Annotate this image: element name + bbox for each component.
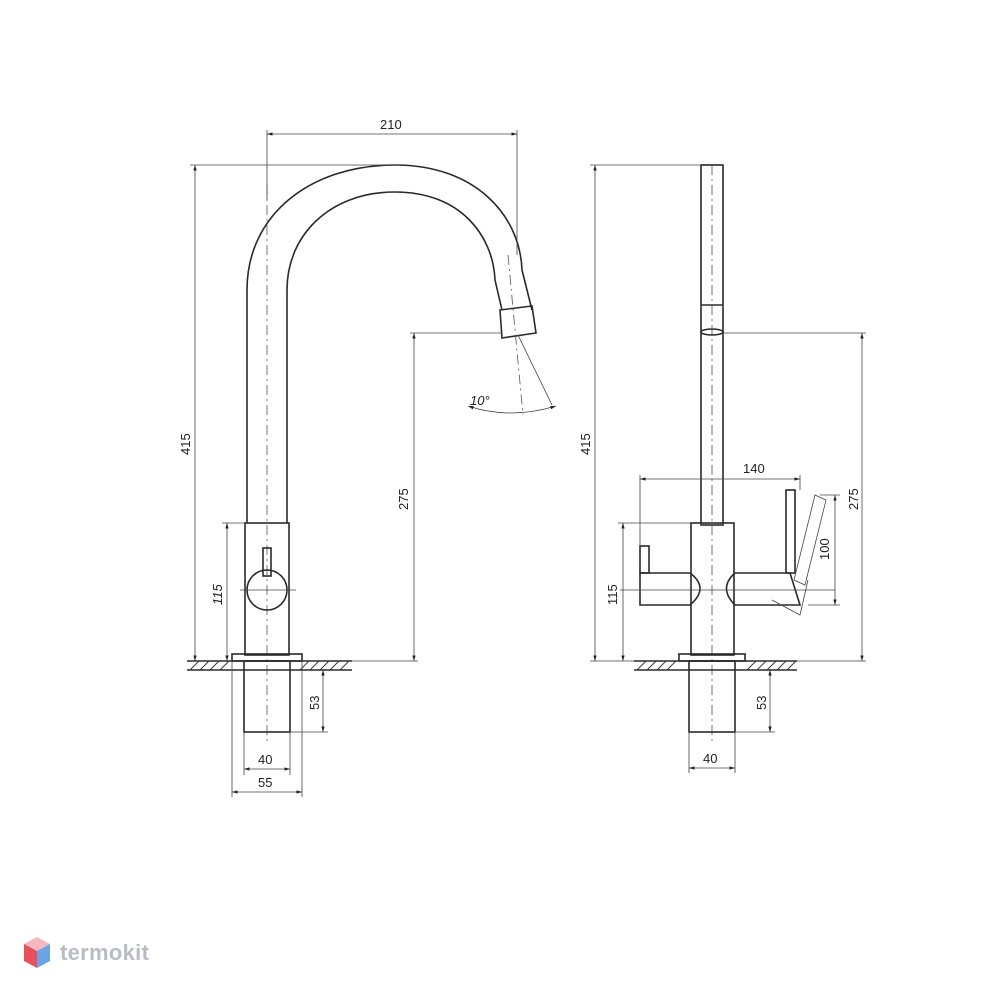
front-countertop-hatch (636, 660, 797, 671)
front-right-handle (725, 572, 802, 606)
front-dim-415: 415 (578, 433, 593, 455)
side-body (244, 522, 290, 656)
front-dim-100: 100 (817, 538, 832, 560)
brand-logo-text: termokit (60, 940, 150, 965)
front-body (690, 522, 735, 656)
front-nozzle-ring (700, 328, 724, 336)
cube-logo-icon (24, 937, 50, 968)
front-riser (700, 164, 724, 526)
front-left-lever (639, 545, 650, 574)
side-dim-275: 275 (396, 488, 411, 510)
side-dim-210: 210 (380, 117, 402, 132)
side-outlet-axis (507, 254, 524, 416)
front-left-handle (639, 572, 701, 606)
side-dim-415: 415 (178, 433, 193, 455)
front-lever-tilt (793, 494, 827, 586)
side-view: 10° 210 415 (178, 117, 557, 797)
front-lever-tilt-2 (771, 579, 809, 616)
side-lever (262, 547, 272, 577)
side-spout-nozzle (499, 305, 537, 339)
front-right-lever (785, 489, 796, 574)
side-dim-53: 53 (307, 696, 322, 710)
side-shank (243, 660, 291, 733)
front-shank (688, 660, 736, 733)
front-dim-40: 40 (703, 751, 717, 766)
side-dim-40: 40 (258, 752, 272, 767)
side-spout-outer (246, 164, 533, 523)
front-view: 415 115 140 100 275 53 40 (578, 164, 866, 773)
side-outlet-axis-2 (517, 334, 553, 406)
front-dim-140: 140 (743, 461, 765, 476)
side-dim-115: 115 (210, 584, 225, 605)
side-angle-arc (467, 405, 557, 414)
front-dim-275: 275 (846, 488, 861, 510)
brand-logo: termokit (22, 935, 149, 971)
front-dim-53: 53 (754, 696, 769, 710)
front-dim-115: 115 (605, 584, 620, 605)
side-countertop-hatch (189, 660, 350, 671)
side-angle-label: 10° (470, 393, 490, 408)
side-dim-55: 55 (258, 775, 272, 790)
side-spout-inner (286, 191, 503, 523)
